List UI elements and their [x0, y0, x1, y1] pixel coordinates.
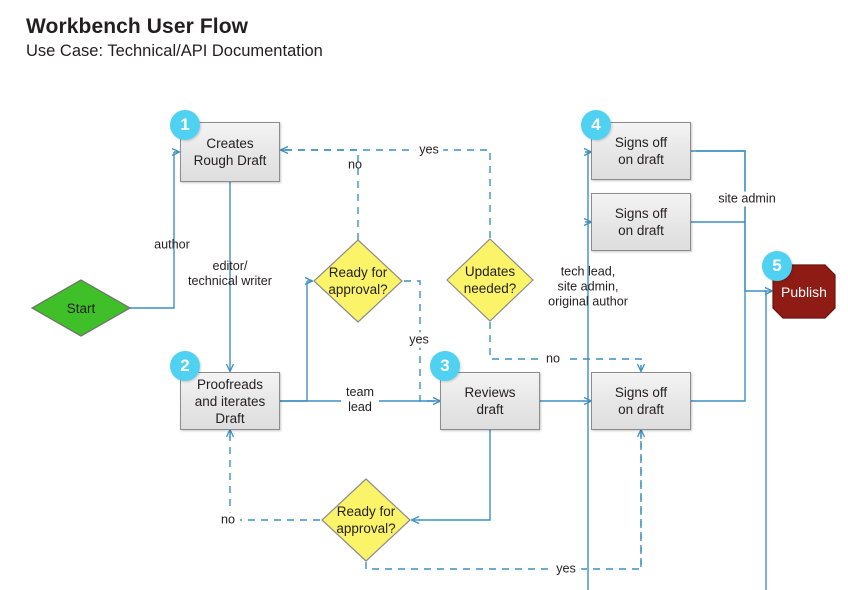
node-proofreads-iterates-draft-label: Proofreads and iterates Draft: [194, 376, 266, 426]
edge-roles-rail-top: [585, 151, 589, 590]
edge-updates-yes: [285, 149, 491, 238]
edge-reviews-to-ready-bottom: [418, 430, 491, 521]
edge-start-to-creates: [130, 152, 175, 309]
edge-to-publish: [744, 222, 766, 292]
title-block: Workbench User Flow Use Case: Technical/…: [26, 14, 323, 62]
edge-label-no-bottom: no: [215, 512, 241, 528]
badge-1: 1: [170, 110, 200, 140]
node-signs-off-low-label: Signs off on draft: [614, 385, 668, 417]
node-start-label: Start: [66, 300, 96, 316]
edge-label-author: author: [154, 237, 190, 252]
edge-signoff-top-out: [691, 150, 746, 222]
edge-label-no-top: no: [347, 157, 363, 172]
edge-label-editor-technical-writer: editor/ technical writer: [188, 259, 272, 288]
badge-3: 3: [430, 351, 460, 381]
edge-label-team-lead: team lead: [341, 385, 379, 415]
ready-for-approval-bottom-diamond-shape: [321, 478, 411, 562]
edge-label-roles: tech lead, site admin, original author: [548, 264, 628, 309]
edge-ready-top-no: [285, 149, 359, 240]
edge-updates-no: [489, 322, 642, 367]
edge-label-site-admin: site admin: [714, 191, 780, 207]
edge-label-yes-bottom: yes: [551, 561, 581, 577]
edge-proofreads-to-ready-top: [280, 281, 308, 402]
page-subtitle: Use Case: Technical/API Documentation: [26, 42, 323, 60]
edge-signoff-low-to-top: [691, 150, 746, 402]
edge-label-no-mid: no: [540, 351, 566, 367]
edge-ready-bottom-no: [229, 436, 320, 521]
badge-5: 5: [762, 251, 792, 281]
updates-needed-diamond-shape: [446, 238, 534, 322]
page-title: Workbench User Flow: [26, 15, 249, 38]
node-signs-off-mid[interactable]: Signs off on draft: [591, 193, 691, 251]
start-diamond-shape: [30, 279, 132, 337]
ready-for-approval-top-diamond-shape: [313, 239, 403, 323]
publish-octagon-shape: [772, 264, 836, 319]
node-publish-label: Publish: [781, 283, 827, 300]
badge-4: 4: [581, 110, 611, 140]
node-signs-off-top-label: Signs off on draft: [614, 135, 668, 167]
edge-ready-bottom-yes: [365, 437, 642, 570]
node-signs-off-mid-label: Signs off on draft: [614, 206, 668, 238]
badge-2: 2: [170, 351, 200, 381]
node-reviews-draft[interactable]: Reviews draft: [440, 372, 540, 430]
node-reviews-draft-label: Reviews draft: [464, 385, 516, 417]
node-creates-rough-draft-label: Creates Rough Draft: [193, 136, 267, 168]
node-proofreads-iterates-draft[interactable]: Proofreads and iterates Draft: [180, 372, 280, 430]
edge-label-yes-mid: yes: [405, 332, 433, 348]
node-publish[interactable]: Publish: [772, 264, 836, 319]
node-signs-off-low[interactable]: Signs off on draft: [591, 372, 691, 430]
edge-label-yes-top: yes: [415, 142, 443, 158]
